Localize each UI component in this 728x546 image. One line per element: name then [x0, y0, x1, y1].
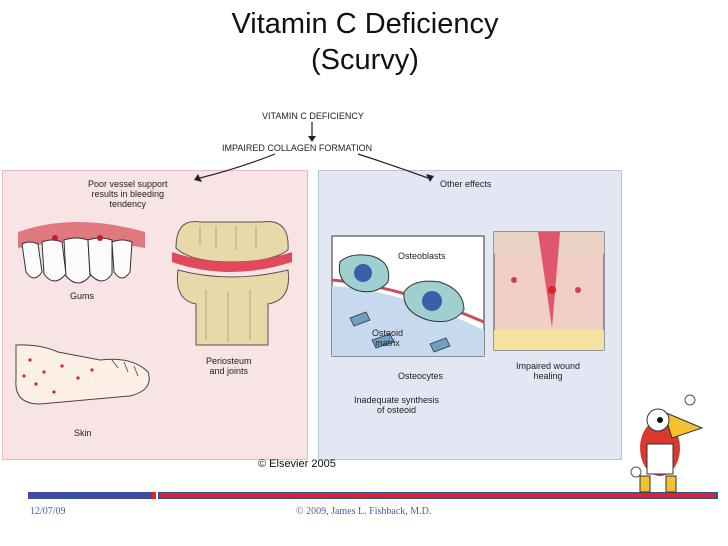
mascot-bird-icon: [630, 394, 704, 493]
periosteum-label: Periosteum and joints: [206, 356, 252, 376]
arrow-down-icon: [308, 122, 316, 142]
slide-title: Vitamin C Deficiency (Scurvy): [150, 6, 580, 78]
gums-label: Gums: [70, 291, 95, 301]
title-line-2: (Scurvy): [311, 44, 419, 76]
footer-copyright: © 2009, James L. Fishback, M.D.: [296, 506, 432, 517]
joint-illustration: [172, 221, 292, 346]
osteoblast-illustration: [331, 235, 485, 357]
osteocytes-label: Osteocytes: [398, 371, 444, 381]
poor-vessel-support-label: Poor vessel support results in bleeding …: [88, 179, 168, 209]
vitamin-c-deficiency-label: VITAMIN C DEFICIENCY: [262, 111, 364, 121]
inadequate-synthesis-label: Inadequate synthesis of osteoid: [354, 395, 440, 415]
osteoblasts-label: Osteoblasts: [398, 251, 446, 261]
title-line-1: Vitamin C Deficiency: [231, 8, 499, 40]
elsevier-copyright: © Elsevier 2005: [258, 458, 336, 470]
skin-label: Skin: [74, 428, 92, 438]
arrow-left-icon: [194, 153, 276, 182]
gums-illustration: [18, 222, 145, 284]
impaired-collagen-label: IMPAIRED COLLAGEN FORMATION: [222, 143, 373, 153]
foot-illustration: [15, 344, 150, 405]
arrow-right-icon: [357, 153, 434, 182]
wound-illustration: [493, 231, 605, 351]
osteoid-matrix-label: Osteoid matrix: [372, 328, 404, 348]
impaired-wound-label: Impaired wound healing: [516, 361, 581, 381]
footer-date: 12/07/09: [30, 506, 66, 517]
footer-bar: [28, 492, 718, 499]
other-effects-label: Other effects: [440, 179, 492, 189]
